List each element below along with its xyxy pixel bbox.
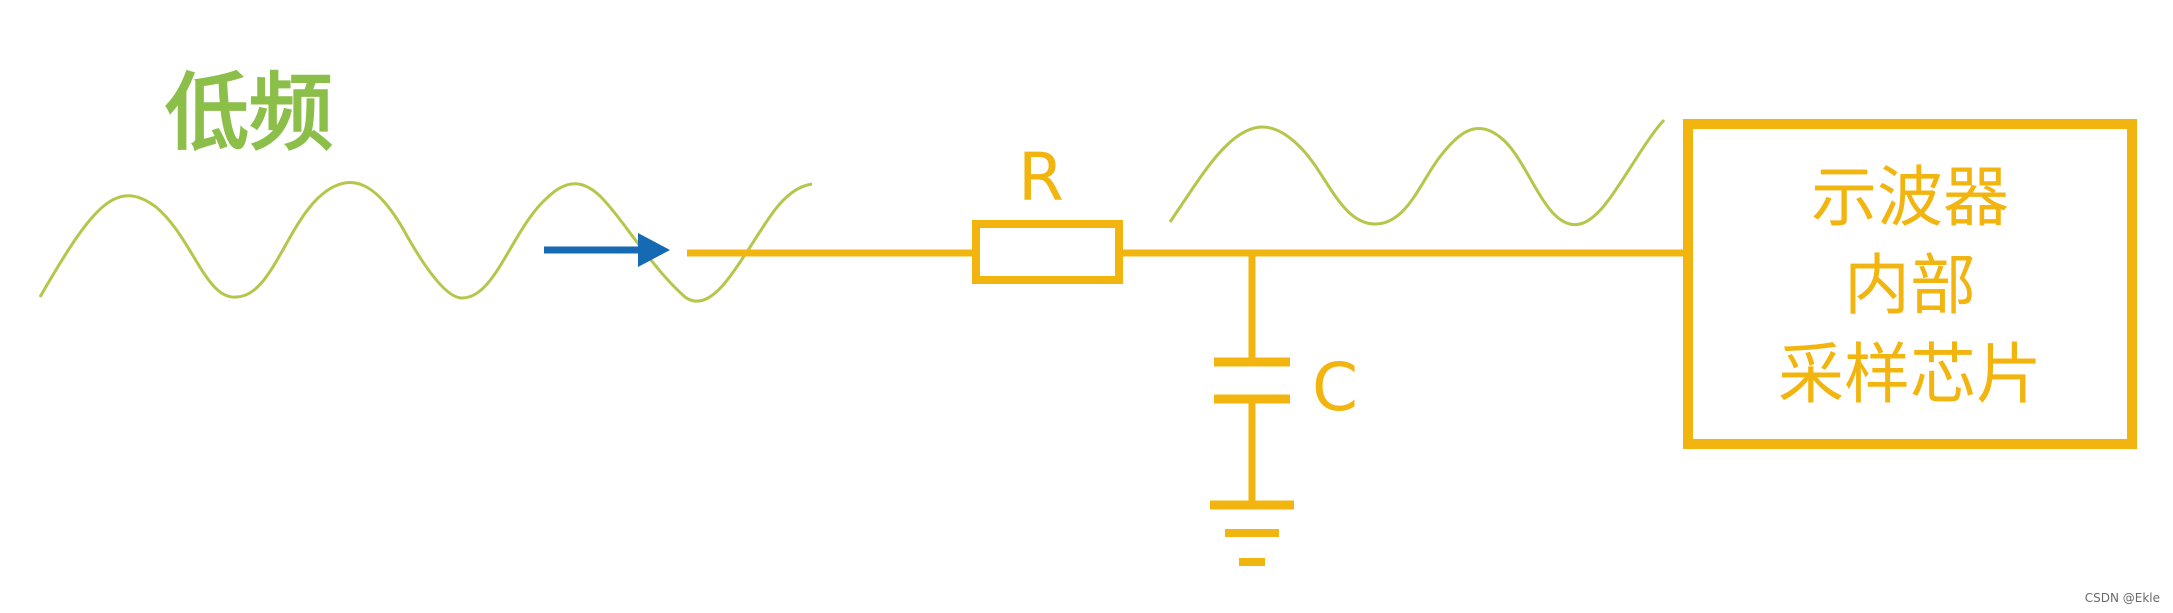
low-frequency-label: 低频 — [165, 64, 333, 162]
capacitor-icon — [1214, 357, 1290, 404]
watermark: CSDN @Ekle — [2085, 591, 2160, 605]
capacitor-label: C — [1312, 349, 1358, 426]
oscilloscope-box — [1683, 119, 2137, 449]
resistor-icon — [972, 220, 1123, 284]
ground-icon — [1210, 500, 1294, 566]
box-text-line3: 采样芯片 — [1778, 336, 2042, 413]
resistor-label: R — [1018, 139, 1064, 216]
input-wave — [38, 181, 813, 303]
right-arrow-icon — [544, 233, 670, 267]
box-text-line1: 示波器 — [1811, 159, 2009, 236]
box-text-line2: 内部 — [1844, 247, 1976, 324]
output-wave — [1168, 118, 1666, 227]
